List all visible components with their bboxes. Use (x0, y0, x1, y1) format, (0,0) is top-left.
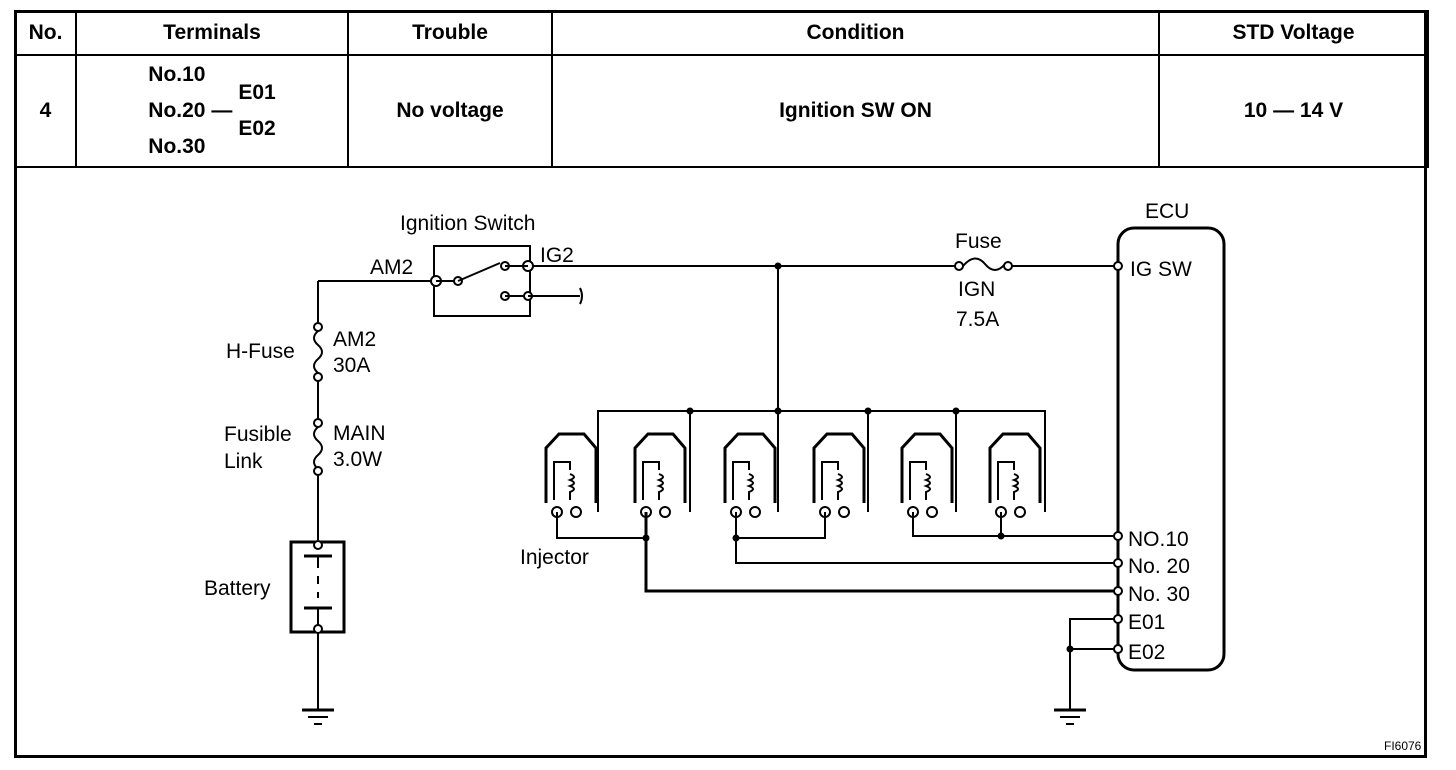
ign-fuse (962, 257, 1006, 271)
injector-4 (812, 432, 866, 518)
header-std-voltage: STD Voltage (1158, 10, 1429, 56)
ecu-pin-ig-sw: IG SW (1130, 258, 1192, 281)
terminal-e02: E02 (238, 117, 276, 140)
injector-supply-bus (597, 410, 1046, 512)
switch-contact (457, 262, 501, 282)
injectors-group (544, 432, 1042, 518)
ecu-pin-e02: E02 (1128, 641, 1165, 664)
ecu-pin-no20: No. 20 (1128, 555, 1190, 578)
injector-3 (723, 432, 777, 518)
no20-line (735, 512, 1114, 564)
ecu-label: ECU (1145, 200, 1189, 223)
fuse-name: IGN (958, 278, 995, 301)
injector-label: Injector (520, 546, 589, 569)
cell-no: 4 (14, 54, 77, 168)
terminal-no30: No.30 (148, 135, 206, 158)
ignition-switch-label: Ignition Switch (400, 212, 535, 235)
ecu-pin-e01: E01 (1128, 611, 1165, 634)
h-fuse-rating: 30A (333, 354, 370, 377)
fusible-rating: 3.0W (333, 448, 382, 471)
cell-trouble: No voltage (347, 54, 553, 168)
cell-terminals: No.10 No.20 — No.30 E01 E02 (75, 54, 349, 168)
spec-table: No. Terminals Trouble Condition STD Volt… (14, 10, 1429, 168)
h-fuse-symbol (313, 330, 323, 374)
e01-ground-line (1069, 618, 1114, 710)
fusible-name: MAIN (333, 422, 386, 445)
cell-std-voltage: 10 — 14 V (1158, 54, 1429, 168)
battery-label: Battery (204, 577, 271, 600)
ecu-pin-no10: NO.10 (1128, 528, 1189, 551)
injector-6 (988, 432, 1042, 518)
terminal-e01: E01 (238, 81, 276, 104)
injector-2 (633, 432, 687, 518)
fuse-label: Fuse (955, 230, 1002, 253)
figure-frame (14, 10, 1427, 758)
cell-condition: Ignition SW ON (551, 54, 1160, 168)
terminal-no10: No.10 (148, 63, 206, 86)
h-fuse-label: H-Fuse (226, 340, 295, 363)
figure-code: FI6076 (1384, 739, 1422, 753)
no30-line (644, 512, 1114, 593)
fusible-link-symbol (313, 426, 323, 470)
am2-terminal-label: AM2 (370, 256, 413, 279)
ig2-terminal-label: IG2 (540, 244, 574, 267)
ecu-box (1116, 226, 1226, 672)
injector-5 (900, 432, 954, 518)
header-no: No. (14, 10, 77, 56)
ecu-pin-no30: No. 30 (1128, 583, 1190, 606)
fusible-label-1: Fusible (224, 423, 292, 446)
header-trouble: Trouble (347, 10, 553, 56)
spec-header-row: No. Terminals Trouble Condition STD Volt… (14, 10, 1429, 56)
fuse-rating: 7.5A (956, 308, 999, 331)
injector-1 (544, 432, 598, 518)
terminal-no20: No.20 — (148, 99, 233, 122)
spec-data-row: 4 No.10 No.20 — No.30 E01 E02 No voltage… (14, 54, 1429, 168)
h-fuse-name: AM2 (333, 328, 376, 351)
fusible-label-2: Link (224, 450, 263, 473)
